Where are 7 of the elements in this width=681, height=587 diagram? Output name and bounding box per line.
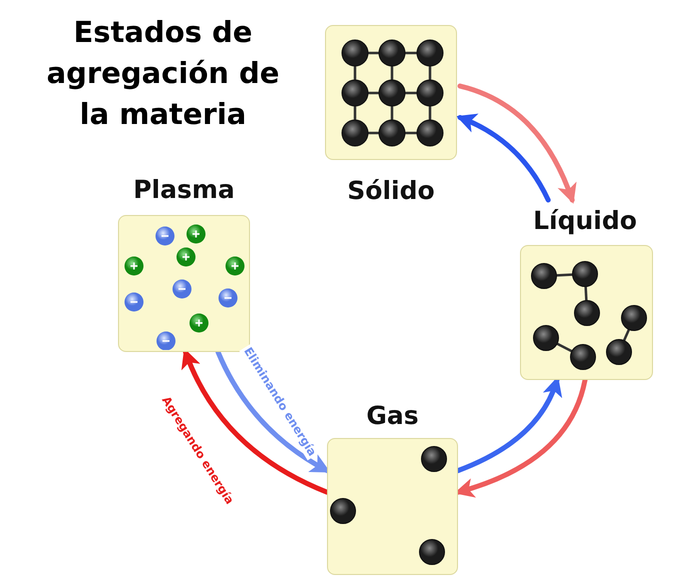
state-label: Plasma — [133, 175, 235, 204]
title: Estados de agregación de la materia — [46, 14, 280, 133]
arrow — [458, 84, 576, 204]
state-label: Líquido — [533, 206, 637, 235]
state-label: Sólido — [347, 176, 435, 205]
arrow — [456, 114, 551, 202]
state-label: Gas — [366, 401, 419, 430]
